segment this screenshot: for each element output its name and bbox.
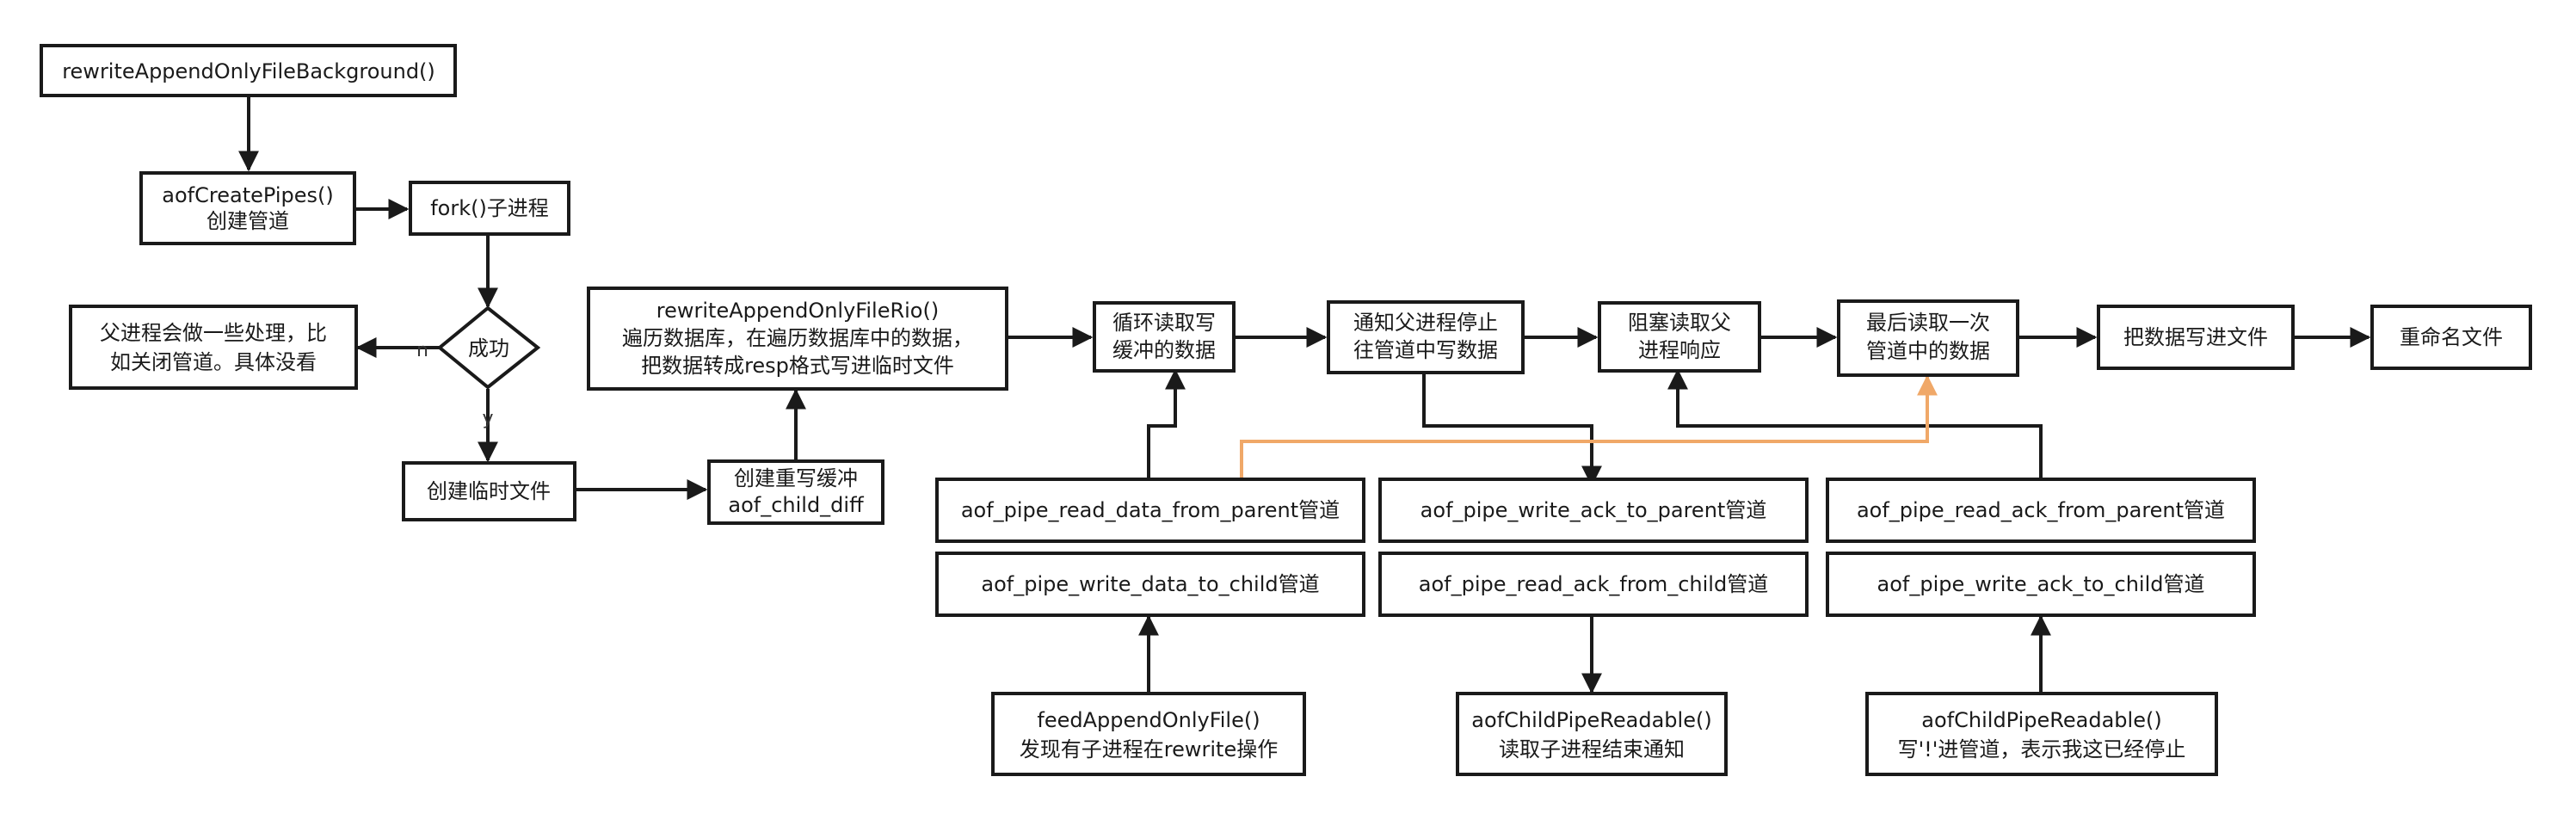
pipe-read-ack-from-child-text: aof_pipe_read_ack_from_child管道: [1419, 572, 1768, 596]
node-child-readable-2: aofChildPipeReadable() 写'!'进管道，表示我这已经停止: [1865, 692, 2218, 776]
node-feed-aof-line1: feedAppendOnlyFile(): [1037, 708, 1260, 732]
node-final-read-line2: 管道中的数据: [1866, 339, 1990, 363]
pipe-read-data-from-parent: aof_pipe_read_data_from_parent管道: [935, 478, 1365, 543]
arrow-highlight-to-final: [1240, 374, 1938, 478]
node-write-file-text: 把数据写进文件: [2123, 325, 2268, 349]
node-child-readable-1: aofChildPipeReadable() 读取子进程结束通知: [1456, 692, 1728, 776]
node-create-buffer-line2: aof_child_diff: [728, 493, 864, 517]
node-block-read: 阻塞读取父 进程响应: [1598, 301, 1761, 373]
pipe-write-data-to-child-text: aof_pipe_write_data_to_child管道: [981, 572, 1319, 596]
node-fork-text: fork()子进程: [430, 196, 549, 220]
edge-label-no: n: [416, 340, 428, 361]
node-notify-parent-line1: 通知父进程停止: [1353, 311, 1498, 335]
decision-success-text: 成功: [468, 336, 509, 361]
decision-success: 成功: [436, 305, 541, 390]
arrow-ackpipe-to-block: [1667, 368, 2043, 478]
node-notify-parent: 通知父进程停止 往管道中写数据: [1327, 300, 1525, 374]
node-rename-file-text: 重命名文件: [2400, 325, 2503, 349]
pipe-write-ack-to-parent: aof_pipe_write_ack_to_parent管道: [1378, 478, 1809, 543]
node-parent-proc: 父进程会做一些处理，比 如关闭管道。具体没看: [69, 305, 358, 390]
node-parent-proc-line2: 如关闭管道。具体没看: [110, 350, 317, 374]
node-feed-aof-line2: 发现有子进程在rewrite操作: [1020, 737, 1278, 761]
node-final-read-line1: 最后读取一次: [1866, 311, 1990, 335]
pipe-write-data-to-child: aof_pipe_write_data_to_child管道: [935, 552, 1365, 617]
pipe-read-ack-from-parent: aof_pipe_read_ack_from_parent管道: [1826, 478, 2256, 543]
connectors: [238, 97, 2371, 694]
pipe-write-ack-to-parent-text: aof_pipe_write_ack_to_parent管道: [1420, 498, 1767, 522]
node-notify-parent-line2: 往管道中写数据: [1353, 338, 1498, 362]
node-block-read-line2: 进程响应: [1638, 338, 1721, 362]
node-create-temp-text: 创建临时文件: [427, 479, 551, 503]
arrow-notify-to-ack-pipe: [1422, 373, 1602, 487]
node-child-readable-2-line2: 写'!'进管道，表示我这已经停止: [1898, 737, 2186, 761]
node-rewrite-rio-line2: 遍历数据库，在遍历数据库中的数据，: [622, 326, 973, 350]
node-fork: fork()子进程: [409, 181, 570, 236]
edge-label-yes: y: [482, 408, 493, 429]
node-rename-file: 重命名文件: [2370, 305, 2532, 370]
node-feed-aof: feedAppendOnlyFile() 发现有子进程在rewrite操作: [991, 692, 1306, 776]
node-loop-read: 循环读取写 缓冲的数据: [1093, 301, 1236, 373]
pipe-write-ack-to-child-text: aof_pipe_write_ack_to_child管道: [1877, 572, 2205, 596]
node-create-temp: 创建临时文件: [402, 461, 576, 521]
node-rewrite-bg: rewriteAppendOnlyFileBackground(): [40, 44, 457, 97]
node-create-buffer-line1: 创建重写缓冲: [734, 466, 858, 490]
pipe-read-ack-from-parent-text: aof_pipe_read_ack_from_parent管道: [1857, 498, 2225, 522]
node-rewrite-bg-text: rewriteAppendOnlyFileBackground(): [62, 59, 435, 83]
node-block-read-line1: 阻塞读取父: [1628, 311, 1731, 335]
node-rewrite-rio-line3: 把数据转成resp格式写进临时文件: [641, 354, 954, 378]
node-write-file: 把数据写进文件: [2097, 305, 2295, 370]
node-create-buffer: 创建重写缓冲 aof_child_diff: [707, 459, 884, 525]
node-rewrite-rio-line1: rewriteAppendOnlyFileRio(): [656, 299, 939, 323]
pipe-write-ack-to-child: aof_pipe_write_ack_to_child管道: [1826, 552, 2256, 617]
node-child-readable-1-line2: 读取子进程结束通知: [1499, 737, 1685, 761]
node-final-read: 最后读取一次 管道中的数据: [1837, 299, 2019, 377]
node-create-pipes: aofCreatePipes() 创建管道: [139, 171, 356, 245]
node-create-pipes-line2: 创建管道: [206, 209, 289, 233]
node-child-readable-2-line1: aofChildPipeReadable(): [1921, 708, 2161, 732]
pipe-read-ack-from-child: aof_pipe_read_ack_from_child管道: [1378, 552, 1809, 617]
node-loop-read-line2: 缓冲的数据: [1112, 338, 1216, 362]
node-loop-read-line1: 循环读取写: [1112, 311, 1216, 335]
arrow-pipe-to-loop: [1147, 368, 1186, 478]
node-child-readable-1-line1: aofChildPipeReadable(): [1471, 708, 1711, 732]
node-create-pipes-line1: aofCreatePipes(): [162, 183, 333, 207]
node-rewrite-rio: rewriteAppendOnlyFileRio() 遍历数据库，在遍历数据库中…: [587, 287, 1008, 391]
node-parent-proc-line1: 父进程会做一些处理，比: [100, 321, 327, 345]
pipe-read-data-from-parent-text: aof_pipe_read_data_from_parent管道: [961, 498, 1340, 522]
